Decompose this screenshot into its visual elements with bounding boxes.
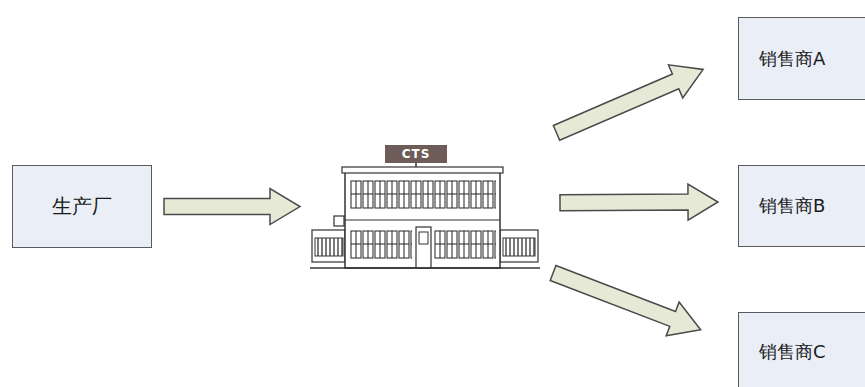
lower-windows-left [350, 230, 412, 260]
block-arrow [164, 189, 300, 225]
upper-windows [350, 180, 496, 210]
node-label: 销售商B [759, 194, 825, 218]
door-window [419, 232, 428, 244]
building-roof [342, 167, 503, 173]
right-wing [500, 230, 538, 262]
seller-box: 销售商A [738, 17, 865, 100]
seller-box: 销售商C [738, 312, 865, 387]
node-label: 生产厂 [52, 193, 112, 220]
ground-line [310, 267, 540, 269]
right-wing-windows [503, 238, 535, 256]
building [310, 145, 540, 268]
node-label: 销售商C [759, 340, 826, 364]
left-wing [312, 230, 345, 262]
floor-line [345, 219, 500, 220]
node-label: 销售商A [759, 47, 825, 71]
seller-box: 销售商B [738, 165, 865, 247]
building-sign [385, 145, 447, 163]
building-body [345, 172, 500, 268]
small-box [334, 216, 344, 226]
building-door [416, 227, 431, 268]
left-wing-windows [315, 238, 343, 256]
factory-box: 生产厂 [12, 165, 152, 248]
block-arrow [550, 266, 700, 336]
block-arrow [560, 184, 718, 220]
sign-label: CTS [385, 145, 447, 163]
lower-windows-right [434, 230, 496, 260]
block-arrow [553, 65, 703, 140]
company-building: CTS [310, 140, 540, 268]
